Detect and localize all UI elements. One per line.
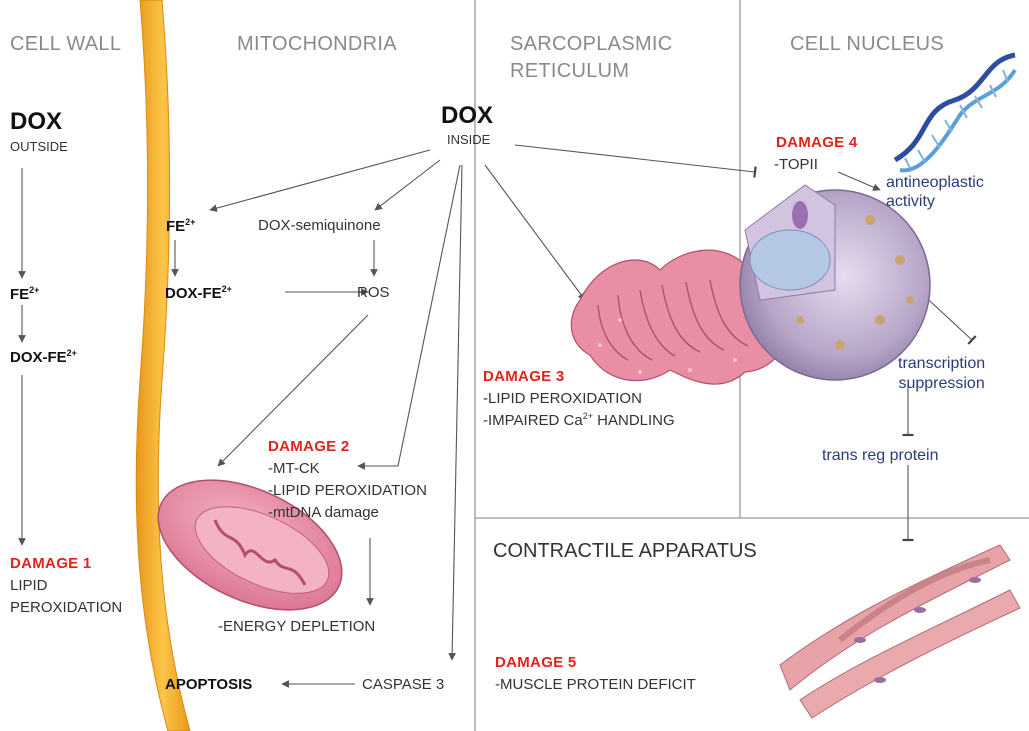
dna-helix-image — [895, 55, 1015, 170]
damage-1-line: PEROXIDATION — [10, 597, 122, 619]
inside-label: INSIDE — [447, 133, 490, 148]
damage-1-title: DAMAGE 1 — [10, 555, 92, 572]
damage-5-title: DAMAGE 5 — [495, 654, 577, 671]
dox-inside-label: DOX — [441, 102, 493, 130]
damage-2-title: DAMAGE 2 — [268, 438, 350, 455]
damage-2-line: -LIPID PEROXIDATION — [268, 480, 427, 502]
dox-fe-mito: DOX-FE2+ — [165, 284, 232, 302]
damage-4-title: DAMAGE 4 — [776, 134, 858, 151]
antineoplastic-line: activity — [886, 192, 984, 211]
outside-label: OUTSIDE — [10, 140, 68, 155]
antineoplastic-activity: antineoplastic activity — [886, 173, 984, 211]
damage-5-line: -MUSCLE PROTEIN DEFICIT — [495, 676, 696, 693]
damage-2-list: -MT-CK -LIPID PEROXIDATION -mtDNA damage — [268, 458, 427, 523]
header-sarcoplasmic-2: RETICULUM — [510, 60, 629, 83]
damage-2-line: -MT-CK — [268, 458, 427, 480]
muscle-fiber-image — [780, 545, 1020, 718]
trans-reg-protein: trans reg protein — [822, 447, 939, 465]
transcription-line: transcription — [898, 354, 985, 374]
damage-3-line: -LIPID PEROXIDATION — [483, 388, 675, 410]
dox-semiquinone: DOX-semiquinone — [258, 217, 381, 234]
fe-mito: FE2+ — [166, 217, 195, 235]
caspase-3: CASPASE 3 — [362, 676, 444, 693]
damage-3-line: -IMPAIRED Ca2+ HANDLING — [483, 410, 675, 432]
damage-1-line: LIPID — [10, 575, 122, 597]
transcription-line: suppression — [898, 374, 985, 394]
dox-outside-label: DOX — [10, 108, 62, 136]
damage-3-list: -LIPID PEROXIDATION -IMPAIRED Ca2+ HANDL… — [483, 388, 675, 432]
header-cell-wall: CELL WALL — [10, 33, 121, 56]
topii-label: -TOPII — [774, 156, 818, 173]
apoptosis: APOPTOSIS — [165, 676, 252, 693]
nucleus-image — [740, 185, 930, 380]
transcription-suppression: transcription suppression — [898, 354, 985, 394]
header-contractile-apparatus: CONTRACTILE APPARATUS — [493, 540, 757, 563]
cell-wall — [136, 0, 190, 731]
header-cell-nucleus: CELL NUCLEUS — [790, 33, 944, 56]
damage-1-list: LIPID PEROXIDATION — [10, 575, 122, 619]
antineoplastic-line: antineoplastic — [886, 173, 984, 192]
ros: ROS — [357, 284, 390, 301]
header-sarcoplasmic-1: SARCOPLASMIC — [510, 33, 673, 56]
energy-depletion: -ENERGY DEPLETION — [218, 618, 375, 635]
damage-3-title: DAMAGE 3 — [483, 368, 565, 385]
dox-fe-outside: DOX-FE2+ — [10, 348, 77, 366]
fe-outside: FE2+ — [10, 285, 39, 303]
damage-2-line: -mtDNA damage — [268, 502, 427, 524]
header-mitochondria: MITOCHONDRIA — [237, 33, 397, 56]
